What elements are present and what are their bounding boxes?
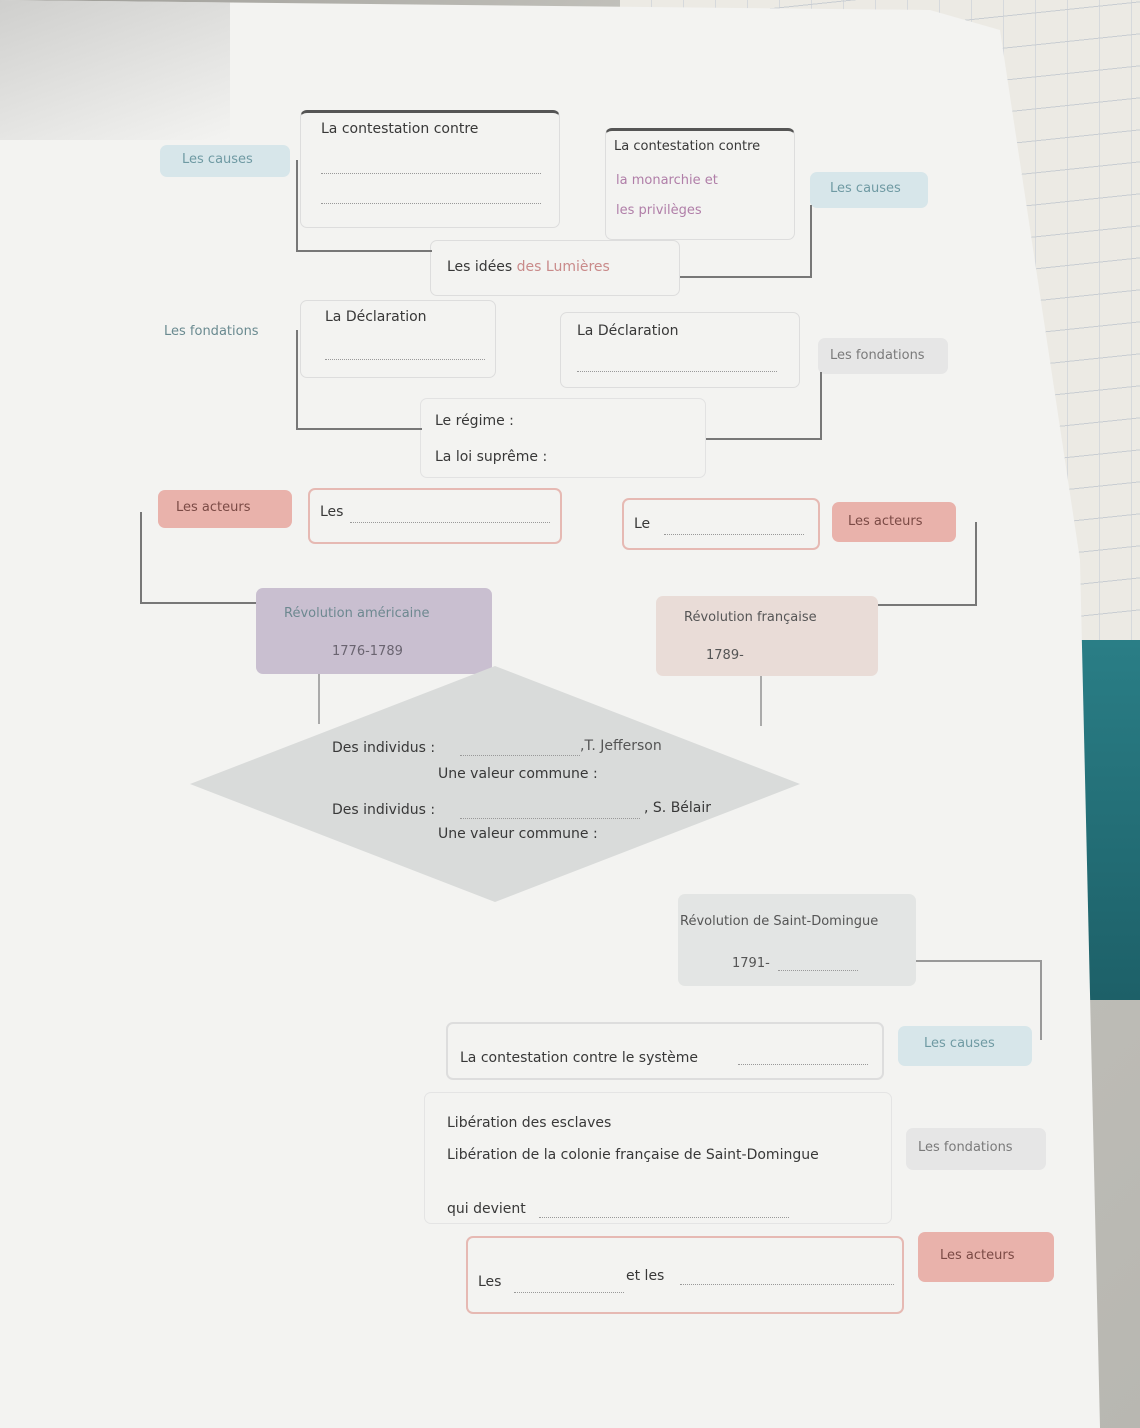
acteurs-le-label: Le	[634, 516, 651, 532]
acteurs-les-label: Les	[320, 504, 344, 520]
blank-line	[778, 970, 858, 971]
regime-label: Le régime :	[435, 413, 514, 429]
sd-contestation-box: La contestation contre le système	[446, 1022, 884, 1080]
connector	[296, 428, 422, 430]
connector	[820, 372, 822, 440]
acteurs-box-left: Les	[308, 488, 562, 544]
contestation-left-label: La contestation contre	[321, 121, 479, 137]
connector	[810, 205, 812, 278]
fondations-label-right: Les fondations	[830, 348, 925, 363]
sd-acteurs-box: Les et les	[466, 1236, 904, 1314]
individus-2-end: , S. Bélair	[644, 800, 712, 816]
connector	[916, 960, 1040, 962]
sd-causes-tag: Les causes	[898, 1026, 1032, 1066]
connector	[140, 602, 260, 604]
blank-line	[539, 1217, 789, 1218]
contestation-right-line3: les privilèges	[616, 203, 702, 218]
fondations-label-left: Les fondations	[164, 324, 259, 339]
americaine-title: Révolution américaine	[284, 606, 430, 621]
blank-line	[321, 203, 541, 204]
worksheet: Les causes La contestation contre La con…	[0, 0, 1100, 1428]
sd-causes-label: Les causes	[924, 1036, 995, 1051]
connector	[296, 330, 298, 430]
causes-tag-left: Les causes	[160, 145, 290, 177]
blank-line	[738, 1064, 868, 1065]
francaise-dates: 1789-	[706, 648, 744, 663]
lumieres-suffix: des Lumières	[516, 259, 610, 275]
connector	[140, 512, 142, 604]
causes-label-right: Les causes	[830, 181, 901, 196]
connector	[876, 604, 976, 606]
sd-qui-devient: qui devient	[447, 1201, 526, 1217]
individus-1: Des individus :	[332, 740, 436, 756]
causes-label-left: Les causes	[182, 152, 253, 167]
blank-line	[577, 371, 777, 372]
acteurs-label-left: Les acteurs	[176, 500, 251, 515]
connector	[296, 250, 432, 252]
individus-2: Des individus :	[332, 802, 436, 818]
fondations-tag-right: Les fondations	[818, 338, 948, 374]
acteurs-tag-left: Les acteurs	[158, 490, 292, 528]
blank-line	[664, 534, 804, 535]
saint-domingue-box: Révolution de Saint-Domingue 1791-	[678, 894, 916, 986]
contestation-box-right: La contestation contre la monarchie et l…	[605, 128, 795, 240]
sd-contestation-label: La contestation contre le système	[460, 1050, 699, 1066]
blank-line	[514, 1292, 624, 1293]
acteurs-box-right: Le	[622, 498, 820, 550]
sd-et-les-label: et les	[626, 1268, 665, 1284]
connector	[296, 160, 298, 252]
connector	[318, 674, 320, 724]
causes-tag-right: Les causes	[810, 172, 928, 208]
contestation-box-left: La contestation contre	[300, 110, 560, 228]
contestation-right-line2: la monarchie et	[616, 173, 718, 188]
declaration-box-right: La Déclaration	[560, 312, 800, 388]
connector	[760, 676, 762, 726]
individus-1-end: ,T. Jefferson	[580, 738, 662, 754]
sd-fondations-box: Libération des esclaves Libération de la…	[424, 1092, 892, 1224]
declaration-box-left: La Déclaration	[300, 300, 496, 378]
sd-acteurs-tag: Les acteurs	[918, 1232, 1054, 1282]
diamond-shape	[190, 666, 800, 902]
regime-box: Le régime : La loi suprême :	[420, 398, 706, 478]
francaise-title: Révolution française	[684, 610, 817, 625]
connector	[975, 522, 977, 606]
blank-line	[680, 1284, 894, 1285]
francaise-box: Révolution française 1789-	[656, 596, 878, 676]
declaration-right-label: La Déclaration	[577, 323, 679, 339]
sd-fondations-tag: Les fondations	[906, 1128, 1046, 1170]
americaine-box: Révolution américaine 1776-1789	[256, 588, 492, 674]
lumieres-prefix: Les idées	[447, 259, 513, 275]
connector	[680, 276, 810, 278]
declaration-left-label: La Déclaration	[325, 309, 427, 325]
sd-acteurs-label: Les acteurs	[940, 1248, 1015, 1263]
blank-line	[321, 173, 541, 174]
fondations-tag-left: Les fondations	[150, 316, 290, 348]
acteurs-label-right: Les acteurs	[848, 514, 923, 529]
acteurs-tag-right: Les acteurs	[832, 502, 956, 542]
loi-label: La loi suprême :	[435, 449, 548, 465]
saint-domingue-dates: 1791-	[732, 956, 770, 971]
blank-line	[460, 818, 640, 819]
sd-liberation-esclaves: Libération des esclaves	[447, 1115, 612, 1131]
contestation-right-label: La contestation contre	[614, 139, 761, 154]
valeur-2: Une valeur commune :	[438, 826, 598, 842]
valeur-1: Une valeur commune :	[438, 766, 598, 782]
saint-domingue-title: Révolution de Saint-Domingue	[680, 914, 879, 929]
lumieres-label: Les idées des Lumières	[447, 259, 610, 275]
page-shadow	[0, 0, 230, 140]
blank-line	[460, 755, 580, 756]
blank-line	[325, 359, 485, 360]
sd-fondations-label: Les fondations	[918, 1140, 1013, 1155]
lumieres-box: Les idées des Lumières	[430, 240, 680, 296]
connector	[1040, 960, 1042, 1040]
sd-les-label: Les	[478, 1274, 502, 1290]
sd-liberation-colonie: Libération de la colonie française de Sa…	[447, 1147, 819, 1163]
connector	[706, 438, 822, 440]
americaine-dates: 1776-1789	[332, 644, 403, 659]
blank-line	[350, 522, 550, 523]
